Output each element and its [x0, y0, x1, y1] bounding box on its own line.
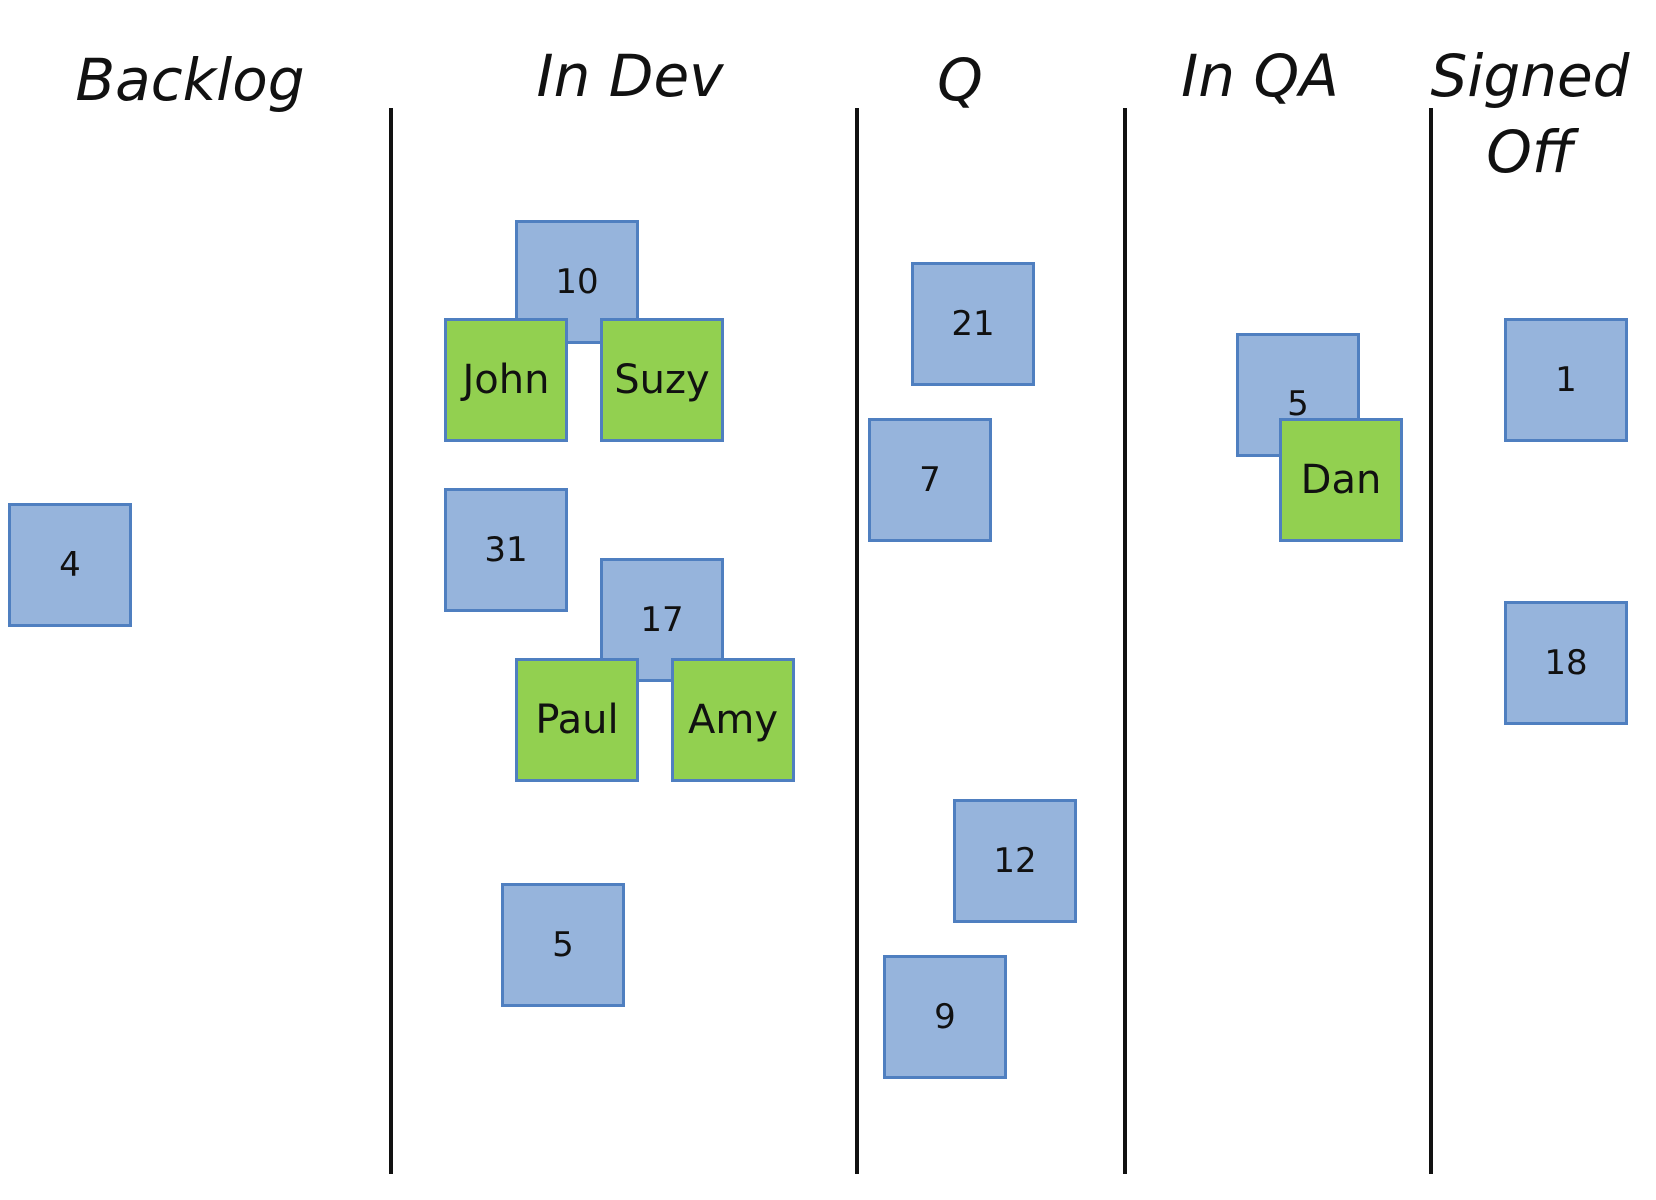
assignee-card[interactable]: Dan — [1279, 418, 1403, 542]
column-divider — [1429, 108, 1433, 1174]
assignee-card[interactable]: Suzy — [600, 318, 724, 442]
column-divider — [389, 108, 393, 1174]
assignee-card[interactable]: Amy — [671, 658, 795, 782]
column-divider — [855, 108, 859, 1174]
task-card[interactable]: 12 — [953, 799, 1077, 923]
task-card[interactable]: 7 — [868, 418, 992, 542]
task-card[interactable]: 1 — [1504, 318, 1628, 442]
task-card[interactable]: 5 — [501, 883, 625, 1007]
column-header-in-dev: In Dev — [536, 42, 724, 110]
task-card[interactable]: 4 — [8, 503, 132, 627]
column-header-signed-off: Signed Off — [1430, 42, 1630, 186]
assignee-card[interactable]: Paul — [515, 658, 639, 782]
task-card[interactable]: 21 — [911, 262, 1035, 386]
task-card[interactable]: 31 — [444, 488, 568, 612]
column-header-backlog: Backlog — [75, 46, 305, 114]
task-card[interactable]: 9 — [883, 955, 1007, 1079]
column-divider — [1123, 108, 1127, 1174]
assignee-card[interactable]: John — [444, 318, 568, 442]
task-card[interactable]: 18 — [1504, 601, 1628, 725]
column-header-in-qa: In QA — [1181, 42, 1339, 110]
column-header-q: Q — [937, 46, 983, 114]
